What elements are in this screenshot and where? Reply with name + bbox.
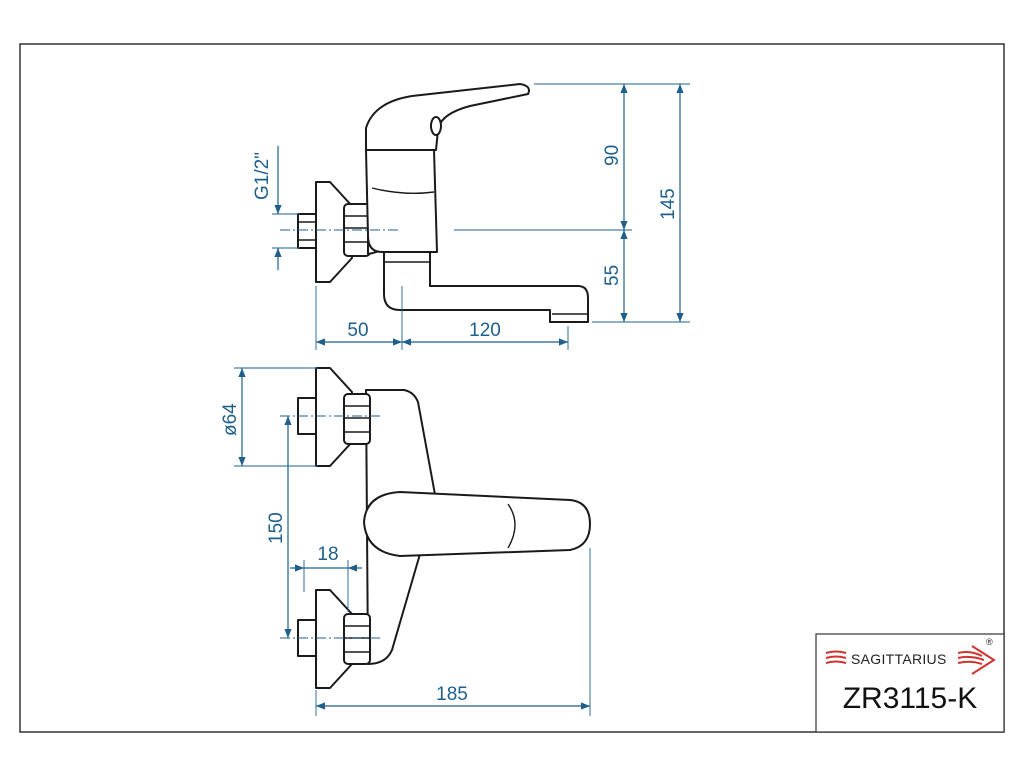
dim-total-width-label: 185 bbox=[436, 684, 468, 705]
dim-handle-height-label: 90 bbox=[602, 145, 623, 166]
side-view: G1/2" 90 55 145 50 120 bbox=[252, 83, 690, 350]
registered-mark: ® bbox=[986, 637, 993, 647]
side-handle-screw bbox=[430, 116, 442, 136]
side-inlet-pipe bbox=[297, 213, 317, 249]
brand-logo-icon bbox=[825, 645, 996, 675]
side-lever-handle bbox=[365, 83, 530, 151]
side-wall-flange bbox=[315, 181, 353, 283]
brand-name: SAGITTARIUS bbox=[851, 651, 947, 667]
dim-nut-label: 18 bbox=[317, 544, 338, 565]
side-spout bbox=[383, 251, 589, 323]
dim-rosette-diameter-label: ø64 bbox=[220, 403, 241, 436]
top-lower-nut bbox=[343, 613, 371, 665]
dim-spout-height-label: 55 bbox=[602, 265, 623, 286]
top-view: ø64 150 18 185 bbox=[220, 367, 591, 716]
side-mixer-body bbox=[365, 149, 438, 253]
model-number: ZR3115-K bbox=[843, 682, 978, 715]
dim-spout-reach-label: 120 bbox=[469, 320, 501, 341]
top-upper-nut bbox=[343, 393, 371, 445]
dim-spacing-label: 150 bbox=[266, 512, 287, 544]
drawing-frame bbox=[19, 43, 1005, 733]
title-block-frame bbox=[815, 633, 1005, 733]
title-block: SAGITTARIUS ® ZR3115-K bbox=[815, 633, 1005, 733]
top-lever-handle bbox=[363, 491, 591, 557]
dim-offset-label: 50 bbox=[347, 320, 368, 341]
dim-total-height-label: 145 bbox=[658, 188, 679, 220]
dim-thread-label: G1/2" bbox=[252, 152, 273, 200]
